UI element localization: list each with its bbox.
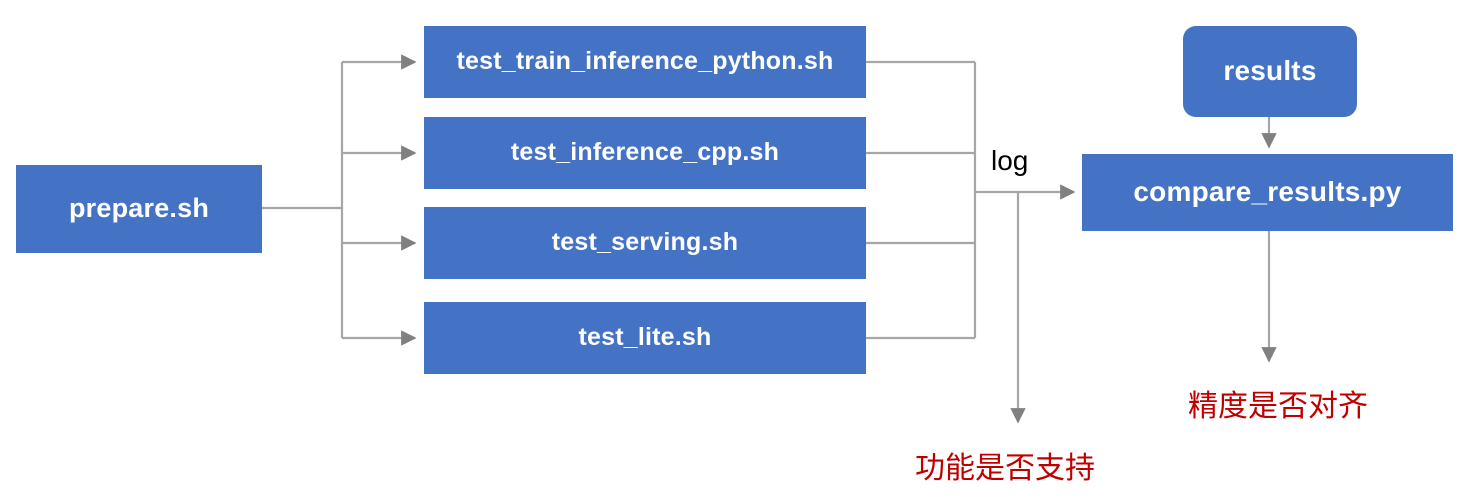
- edge-label-log: log: [991, 145, 1029, 176]
- node-prepare-sh-label: prepare.sh: [68, 193, 210, 224]
- annotation-precision-aligned: 精度是否对齐: [1188, 390, 1368, 423]
- node-compare-results-py[interactable]: compare_results.py: [1082, 154, 1453, 231]
- node-test-serving-sh[interactable]: test_serving.sh: [424, 207, 866, 279]
- node-results[interactable]: results: [1183, 26, 1357, 117]
- node-test-inference-cpp-sh[interactable]: test_inference_cpp.sh: [424, 117, 866, 189]
- node-test-train-inference-python-sh-label: test_train_inference_python.sh: [456, 47, 834, 76]
- node-test-inference-cpp-sh-label: test_inference_cpp.sh: [510, 138, 780, 167]
- node-compare-results-py-label: compare_results.py: [1133, 176, 1402, 208]
- annotation-function-support: 功能是否支持: [915, 452, 1095, 485]
- node-results-label: results: [1223, 55, 1317, 87]
- node-test-lite-sh-label: test_lite.sh: [578, 323, 712, 352]
- node-prepare-sh[interactable]: prepare.sh: [16, 165, 262, 253]
- node-test-lite-sh[interactable]: test_lite.sh: [424, 302, 866, 374]
- node-test-train-inference-python-sh[interactable]: test_train_inference_python.sh: [424, 26, 866, 98]
- node-test-serving-sh-label: test_serving.sh: [551, 228, 739, 257]
